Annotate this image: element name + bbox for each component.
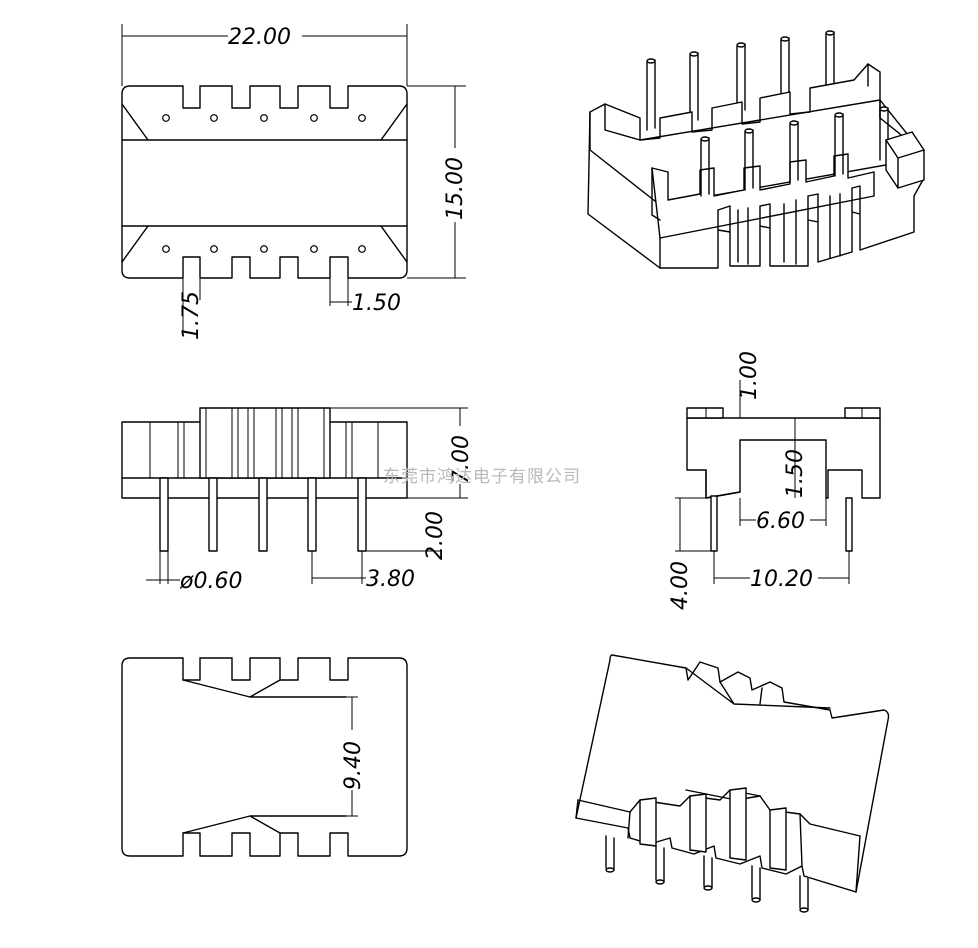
side-flange-dim: 1.00 (737, 351, 762, 400)
top-height-dim: 15.00 (443, 157, 468, 220)
side-pin-length-dim: 4.00 (668, 561, 693, 610)
front-pin-diameter-dim: ø0.60 (179, 569, 242, 594)
isometric-view-top (587, 30, 925, 269)
top-slot-depth-dim: 1.75 (179, 291, 204, 340)
company-watermark: 东莞市鸿达电子有限公司 (383, 467, 581, 487)
bottom-view: 9.40 (121, 657, 408, 857)
top-width-dim: 22.00 (228, 25, 291, 50)
side-window-width-dim: 6.60 (756, 509, 805, 534)
front-pin-length-dim: 2.00 (423, 511, 448, 560)
top-view-outline (121, 85, 408, 279)
front-pin-pitch-dim: 3.80 (366, 567, 415, 592)
side-window-height-dim: 1.50 (783, 449, 808, 498)
front-view: 7.00 2.00 ø0.60 3.80 (121, 407, 474, 594)
front-height-dim: 7.00 (449, 435, 474, 484)
side-row-spacing-dim: 10.20 (750, 567, 813, 592)
top-slot-width-dim: 1.50 (352, 291, 401, 316)
top-view: 22.00 15.00 1.75 1.50 (121, 24, 468, 340)
isometric-view-bottom (575, 654, 890, 913)
side-view: 1.00 1.50 6.60 4.00 10.20 (668, 351, 881, 610)
bottom-view-outline (121, 657, 408, 857)
bottom-window-dim: 9.40 (341, 741, 366, 790)
